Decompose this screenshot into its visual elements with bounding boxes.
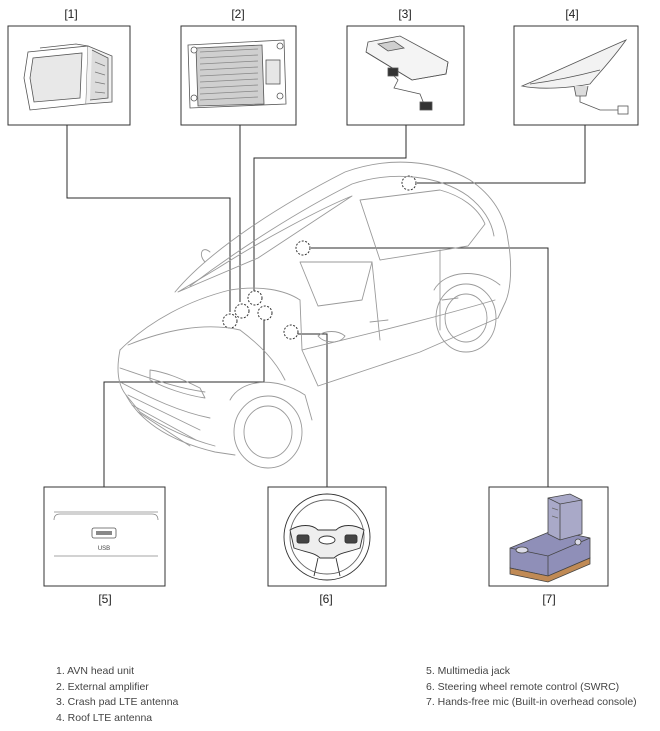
callout-label-4: [4] (565, 7, 579, 21)
legend-right: 5. Multimedia jack 6. Steering wheel rem… (426, 664, 637, 711)
callout-label-7: [7] (542, 592, 556, 606)
callout-label-2: [2] (231, 7, 245, 21)
location-marker-3 (247, 290, 263, 306)
leader-line-6 (297, 333, 328, 487)
hands-free-mic-illustration (509, 493, 591, 583)
roof-lte-antenna-illustration (520, 39, 629, 115)
location-markers (222, 175, 417, 340)
external-amplifier-illustration (187, 39, 287, 109)
legend-item-6: 6. Steering wheel remote control (SWRC) (426, 680, 620, 693)
leader-line-4 (417, 125, 586, 184)
component-box-avn-head-unit (7, 25, 131, 126)
leader-line-7 (311, 247, 549, 487)
location-marker-1 (222, 313, 238, 329)
callout-label-6: [6] (319, 592, 333, 606)
vehicle-outline (117, 161, 512, 469)
location-marker-4 (401, 175, 417, 191)
avn-head-unit-illustration (23, 43, 113, 111)
legend-left: 1. AVN head unit 2. External amplifier 3… (56, 664, 178, 726)
component-box-multimedia-jack: USB (43, 486, 166, 587)
callout-label-5: [5] (98, 592, 112, 606)
leader-lines (66, 125, 586, 487)
component-box-external-amplifier (180, 25, 297, 126)
legend-item-2: 2. External amplifier (56, 680, 149, 693)
callout-label-1: [1] (64, 7, 78, 21)
multimedia-jack-illustration (53, 511, 159, 557)
legend-item-1: 1. AVN head unit (56, 665, 135, 677)
location-marker-2 (234, 303, 250, 319)
crash-pad-lte-antenna-illustration (365, 35, 449, 111)
location-marker-6 (283, 324, 299, 340)
component-box-hands-free-mic (488, 486, 609, 587)
legend-item-5: 5. Multimedia jack (426, 665, 511, 677)
callout-label-3: [3] (398, 7, 412, 21)
leader-line-1 (66, 125, 231, 312)
location-marker-5 (257, 305, 273, 321)
usb-port-label: USB (98, 546, 110, 552)
component-box-steering-wheel-remote-control (267, 486, 387, 587)
component-box-crash-pad-lte-antenna (346, 25, 465, 126)
legend-item-4: 4. Roof LTE antenna (56, 711, 153, 724)
legend-item-3: 3. Crash pad LTE antenna (56, 696, 179, 708)
legend-item-7: 7. Hands-free mic (Built-in overhead con… (426, 696, 637, 708)
steering-wheel-illustration (283, 493, 371, 581)
component-box-roof-lte-antenna (513, 25, 639, 126)
location-marker-7 (295, 240, 311, 256)
leader-line-3 (253, 125, 407, 291)
